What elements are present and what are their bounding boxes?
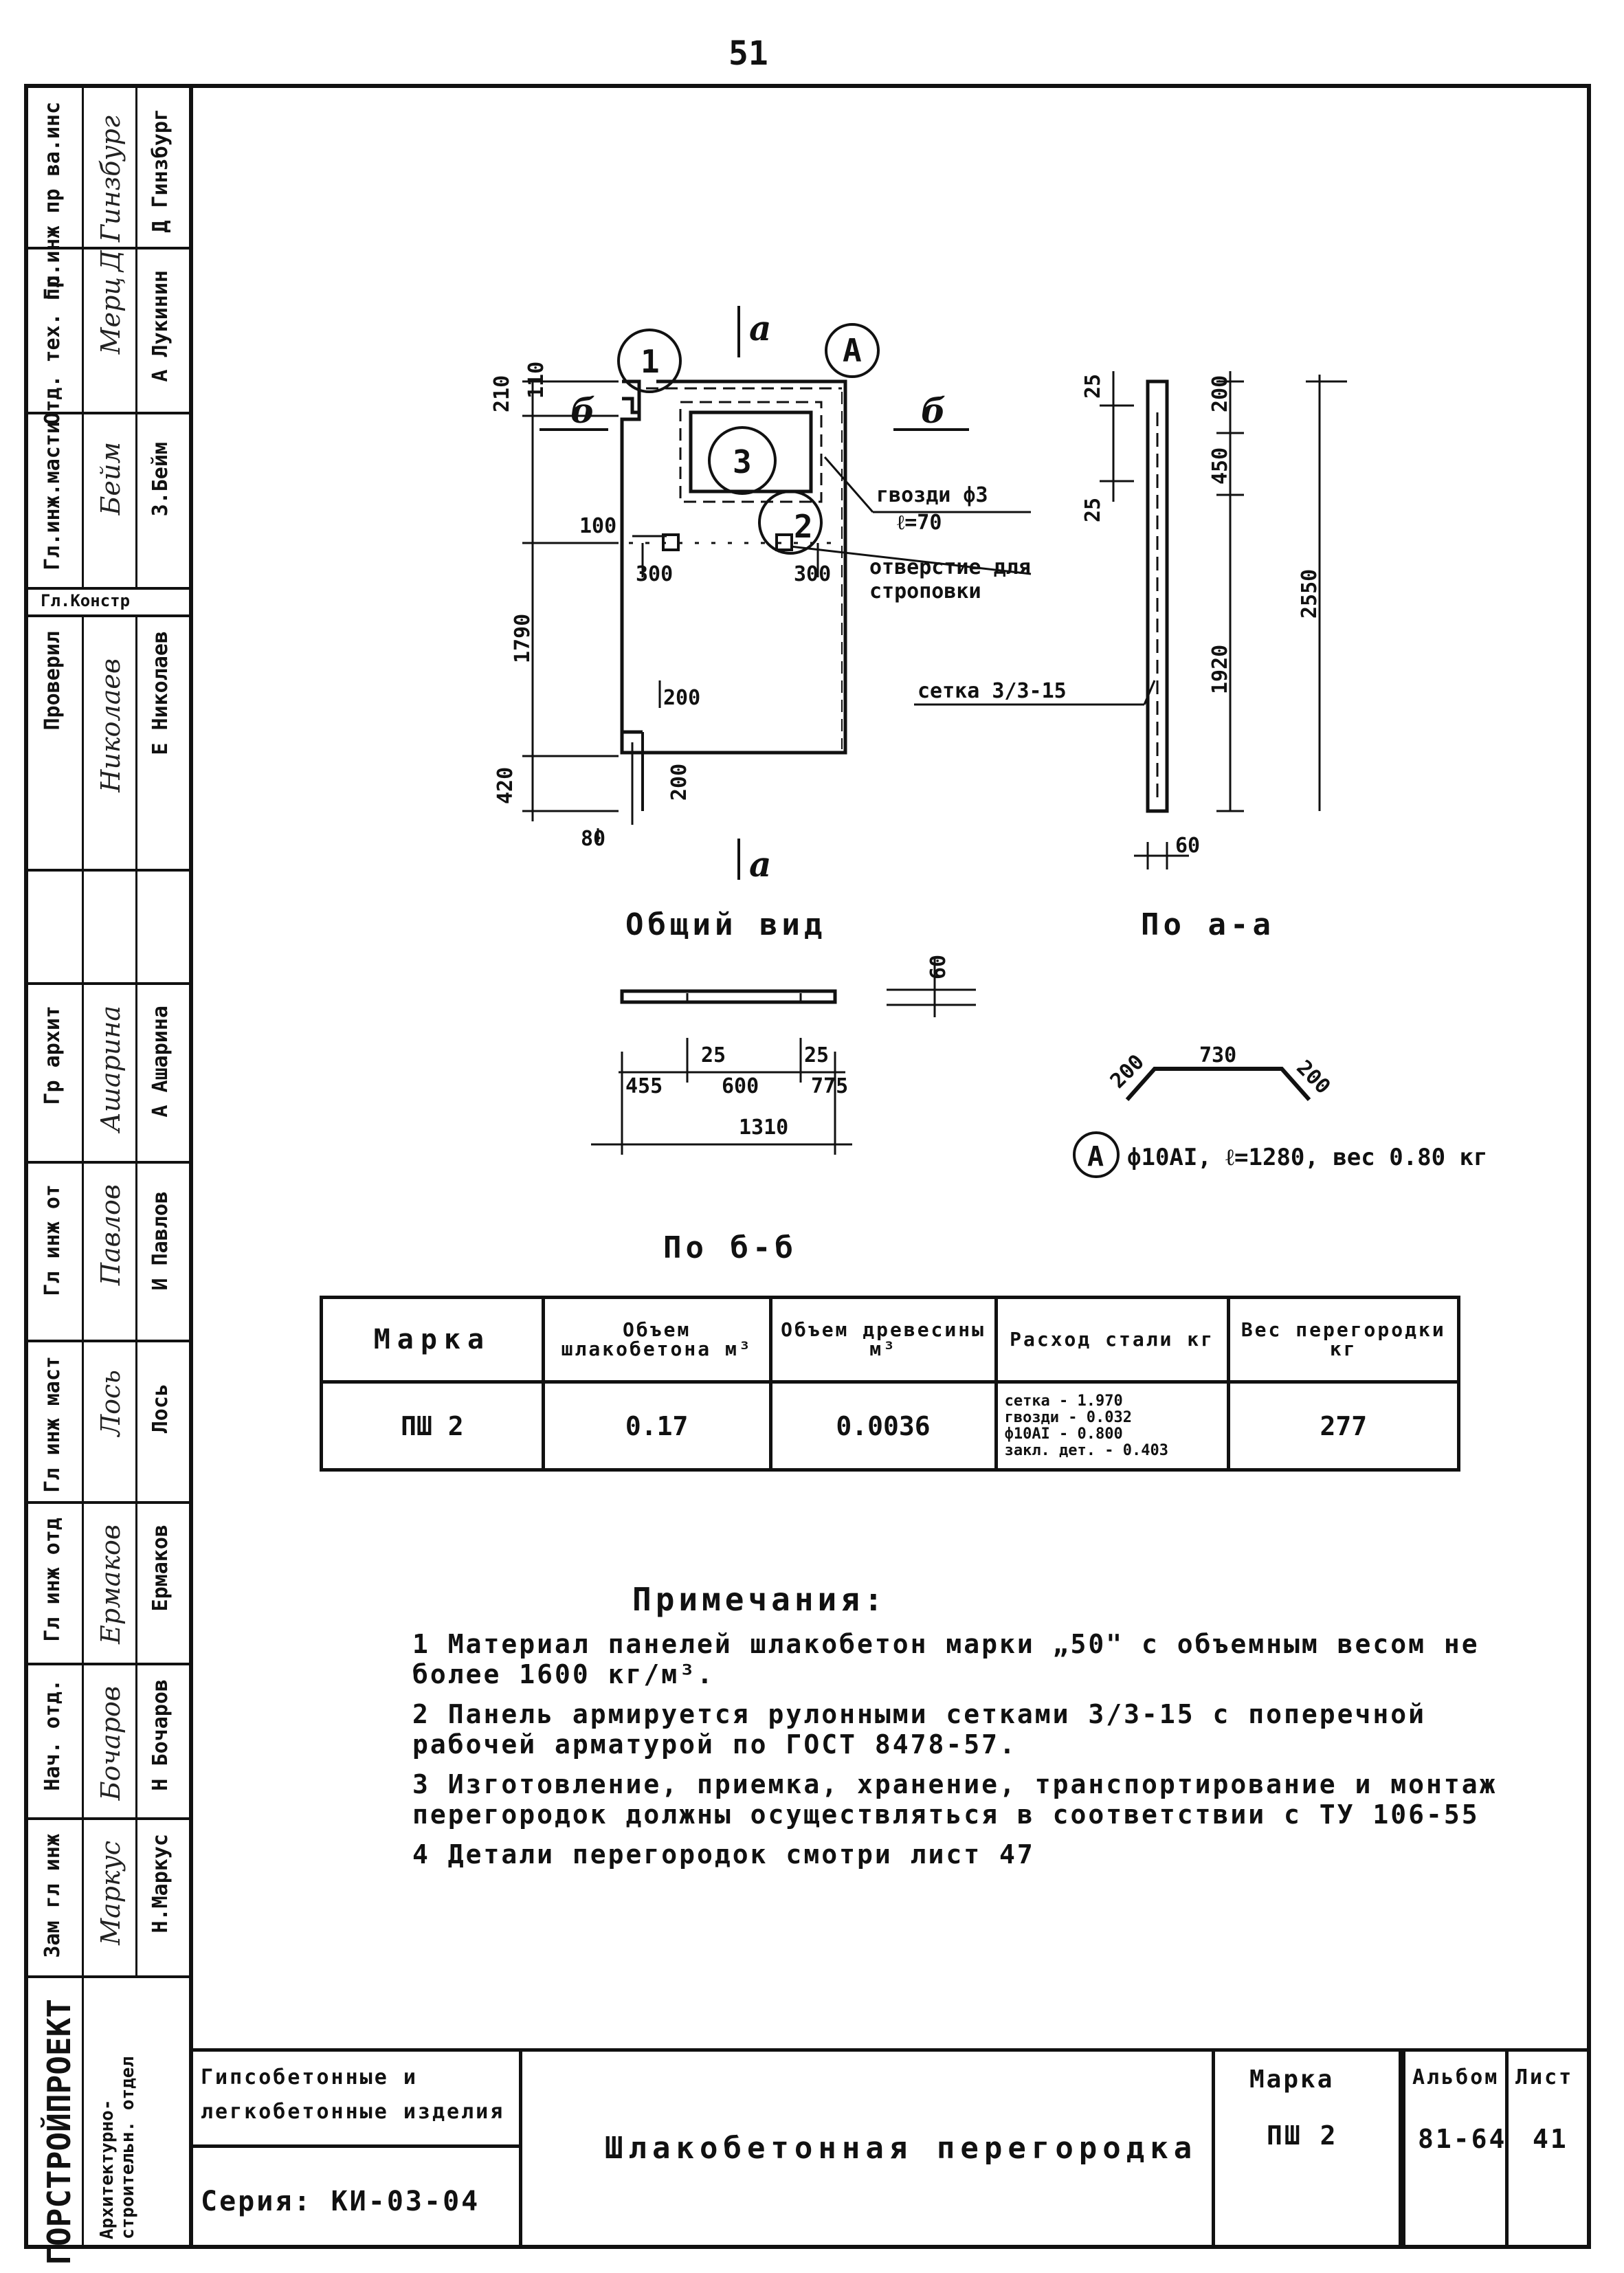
dim-210: 210 — [490, 375, 514, 412]
dim-25-mid: 25 — [1081, 498, 1105, 522]
header-slag-volume: Объем шлакобетона м³ — [541, 1296, 772, 1384]
strip-cell: Нач. отд. Бочаров Н Бочаров — [28, 1665, 189, 1820]
section-mark-b-right: б — [921, 390, 946, 431]
dim-25-plan-left: 25 — [701, 1043, 726, 1067]
cell-weight: 277 — [1226, 1380, 1461, 1472]
dim-100: 100 — [579, 514, 616, 538]
callout-3: 3 — [733, 443, 752, 480]
caption-general-view: Общий вид — [625, 907, 826, 942]
dim-60-plan: 60 — [926, 955, 950, 979]
table-row: ПШ 2 0.17 0.0036 сетка - 1.970 гвозди - … — [320, 1380, 1461, 1472]
strip-cell: Гр архит Ашарина А Ашарина — [28, 985, 189, 1164]
note-item: 2 Панель армируется рулонными сетками 3/… — [412, 1699, 1427, 1760]
section-bb — [620, 989, 837, 1004]
tb-category: Гипсобетонные и легкобетонные изделия — [189, 2048, 522, 2148]
dim-200-bar-right: 200 — [1291, 1056, 1335, 1099]
cell-slag: 0.17 — [541, 1380, 772, 1472]
note-hole-2: строповки — [869, 579, 981, 603]
section-mark-b-left: б — [570, 390, 595, 431]
section-mark-a-top: a — [749, 308, 771, 348]
dim-200-top: 200 — [663, 686, 700, 710]
note-mesh: сетка 3/3-15 — [917, 679, 1067, 703]
approval-strip: Гл инж пр ва.инс Д Гинзбург Д Гинзбург О… — [24, 84, 189, 2265]
callout-2: 2 — [794, 508, 813, 545]
note-nails: гвозди ф3 — [876, 483, 988, 507]
dim-300-right: 300 — [794, 562, 831, 586]
header-wood-volume: Объем древесины м³ — [768, 1296, 998, 1384]
title-block: Гипсобетонные и легкобетонные изделия Се… — [189, 2048, 1591, 2249]
cell-wood: 0.0036 — [768, 1380, 998, 1472]
strip-cell-empty — [28, 872, 189, 985]
dim-110: 110 — [524, 362, 548, 399]
dim-200-side: 200 — [1208, 375, 1232, 412]
dim-450: 450 — [1208, 447, 1232, 485]
page-number: 51 — [728, 34, 768, 73]
strip-cell: Отд. тех. пр. Мерц А Лукинин — [28, 250, 189, 425]
callout-A: A — [843, 332, 862, 369]
dim-420: 420 — [493, 767, 518, 804]
cell-steel: сетка - 1.970 гвозди - 0.032 ф10АI - 0.8… — [994, 1380, 1230, 1472]
notes-list: 1 Материал панелей шлакобетон марки „50"… — [412, 1629, 1512, 1879]
strip-cell: Гл инж отд Ермаков Ермаков — [28, 1504, 189, 1665]
tb-album: Альбом 81-64 — [1402, 2048, 1509, 2249]
strip-cell: Гл инж от Павлов И Павлов — [28, 1164, 189, 1342]
panel-drawing: 1 A 3 2 a a б б 210 110 100 300 300 1790 — [490, 306, 1488, 1265]
dim-300-left: 300 — [636, 562, 673, 586]
dim-1790: 1790 — [511, 614, 535, 663]
dim-730: 730 — [1199, 1043, 1236, 1067]
note-nails-length: ℓ=70 — [897, 511, 942, 535]
dim-25-plan-right: 25 — [804, 1043, 829, 1067]
section-aa — [1146, 379, 1169, 813]
tb-series: Серия: КИ-03-04 — [189, 2144, 522, 2249]
dim-2550: 2550 — [1298, 569, 1322, 619]
strip-cell: Гл инж маст Лось Лось — [28, 1342, 189, 1504]
table-header-row: Марка Объем шлакобетона м³ Объем древеси… — [320, 1296, 1461, 1384]
callout-A-bar: A — [1087, 1141, 1104, 1173]
callout-1: 1 — [641, 343, 660, 380]
dim-1920: 1920 — [1208, 645, 1232, 694]
strip-cell: Гл инж пр ва.инс Д Гинзбург Д Гинзбург — [28, 88, 189, 300]
bent-bar-A — [1125, 1067, 1311, 1101]
panel-elevation — [620, 379, 847, 825]
dim-455: 455 — [625, 1074, 663, 1098]
note-hole: отверстие для — [869, 555, 1031, 579]
notes-title: Примечания: — [632, 1581, 887, 1618]
caption-section-aa: По а-а — [1141, 907, 1275, 942]
header-steel: Расход стали кг — [994, 1296, 1230, 1384]
strip-cell: Гл.инж.масти Бейм З.Бейм — [28, 414, 189, 590]
bar-spec: ф10АI, ℓ=1280, вес 0.80 кг — [1127, 1144, 1488, 1171]
strip-cell: Зам гл инж Маркус Н.Маркус — [28, 1820, 189, 1978]
header-weight: Вес перегородки кг — [1226, 1296, 1461, 1384]
tb-title: Шлакобетонная перегородка — [519, 2048, 1402, 2249]
spec-table: Марка Объем шлакобетона м³ Объем древеси… — [320, 1296, 1461, 1472]
org-subtitle: Архитектурно-строительн. отдел — [97, 2056, 138, 2239]
dim-60-side: 60 — [1175, 834, 1200, 858]
strip-cell: Гл.Констр — [28, 590, 189, 617]
dim-200-bar-left: 200 — [1106, 1050, 1149, 1094]
note-item: 1 Материал панелей шлакобетон марки „50"… — [412, 1629, 1480, 1689]
strip-cell: Проверил Николаев Е Николаев — [28, 617, 189, 872]
note-item: 4 Детали перегородок смотри лист 47 — [412, 1839, 1035, 1870]
dim-200-bottom: 200 — [667, 764, 691, 801]
cell-mark: ПШ 2 — [320, 1380, 545, 1472]
note-item: 3 Изготовление, приемка, хранение, транс… — [412, 1769, 1498, 1830]
strip-org: ГОРСТРОЙПРОЕКТ Архитектурно-строительн. … — [28, 1978, 189, 2265]
header-mark: Марка — [320, 1296, 545, 1384]
section-mark-a-bottom: a — [749, 844, 771, 885]
dim-775: 775 — [811, 1074, 848, 1098]
dim-25-top: 25 — [1081, 374, 1105, 399]
dim-1310: 1310 — [739, 1116, 788, 1140]
tb-mark: Марка ПШ 2 — [1212, 2048, 1405, 2249]
caption-section-bb: По б-б — [663, 1230, 797, 1265]
dim-600: 600 — [722, 1074, 759, 1098]
org-name: ГОРСТРОЙПРОЕКТ — [41, 1999, 78, 2265]
dim-80: 80 — [581, 827, 605, 851]
tb-sheet: Лист 41 — [1505, 2048, 1591, 2249]
